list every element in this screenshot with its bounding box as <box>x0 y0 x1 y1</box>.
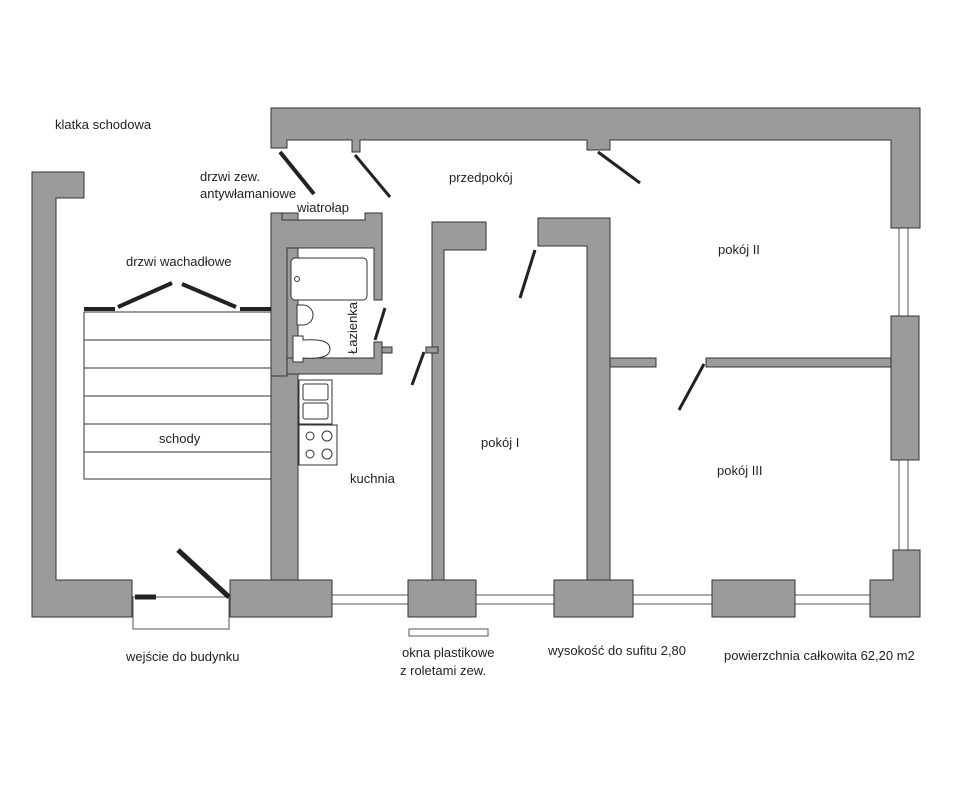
bathtub <box>290 257 368 301</box>
wall-top <box>270 107 921 229</box>
wall-bottom-entrance <box>229 579 333 618</box>
label-windows: okna plastikowe <box>402 645 495 660</box>
bathtub-drain <box>294 276 300 282</box>
wall-stub <box>609 357 657 368</box>
wall-bathroom-bottom <box>286 341 383 375</box>
stairs <box>83 311 272 480</box>
stair-step <box>83 451 272 480</box>
wall-bottom <box>553 579 634 618</box>
stair-step <box>83 367 272 397</box>
door-leaf-swing-left <box>117 281 173 309</box>
wall-room2-room3 <box>705 357 892 368</box>
label-entry-door-2: antywłamaniowe <box>200 186 296 201</box>
stair-step <box>83 423 272 453</box>
door-leaf <box>518 249 537 299</box>
label-hall: przedpokój <box>449 170 513 185</box>
door-leaf-swing-right <box>181 282 237 309</box>
wall-bottom <box>407 579 477 618</box>
stove-burner <box>305 431 315 441</box>
door-leaf-building <box>176 548 231 599</box>
door-leaf <box>410 351 426 386</box>
window <box>898 459 909 551</box>
door-leaf-entry <box>278 150 316 196</box>
door-leaf <box>597 150 641 185</box>
label-stairs: schody <box>159 431 201 446</box>
bathroom-fixtures <box>290 257 368 363</box>
wall-staircase-left <box>31 171 133 618</box>
label-staircase: klatka schodowa <box>55 117 152 132</box>
label-building-entrance: wejście do budynku <box>125 649 239 664</box>
kitchen-fixtures <box>298 379 338 466</box>
window <box>898 227 909 317</box>
toilet <box>292 335 331 363</box>
wall-stub <box>381 346 393 354</box>
wall-bathroom <box>270 212 383 377</box>
kitchen-sink-basin <box>302 402 329 420</box>
door-leaf <box>373 307 387 341</box>
stair-step <box>83 395 272 425</box>
label-swing-doors: drzwi wachadłowe <box>126 254 232 269</box>
label-ceiling-height: wysokość do sufitu 2,80 <box>547 643 686 658</box>
window <box>794 594 871 605</box>
label-room1: pokój I <box>481 435 519 450</box>
label-kitchen: kuchnia <box>350 471 396 486</box>
window-entrance <box>132 596 230 630</box>
window <box>632 594 714 605</box>
doors <box>84 150 706 600</box>
label-windbreak: wiatrołap <box>296 200 349 215</box>
door-leaf <box>353 154 392 198</box>
window-legend-sample <box>408 628 489 637</box>
label-bathroom: Łazienka <box>345 301 360 354</box>
sink <box>296 304 314 326</box>
windows <box>132 227 909 630</box>
stair-step <box>83 339 272 369</box>
wall-bottom <box>711 579 796 618</box>
stove <box>298 424 338 466</box>
label-windows-2: z roletami zew. <box>400 663 486 678</box>
stove-burner <box>321 448 333 460</box>
window <box>329 594 411 605</box>
wall-right-pier <box>890 315 920 461</box>
wall-stub <box>425 346 439 354</box>
wall-room1-right <box>537 217 611 581</box>
label-room3: pokój III <box>717 463 763 478</box>
stair-step <box>83 311 272 341</box>
wall-room1-left <box>431 221 487 581</box>
label-entry-door: drzwi zew. <box>200 169 260 184</box>
wall-right-bottom <box>869 549 921 618</box>
window <box>475 594 557 605</box>
kitchen-sink-basin <box>302 383 329 401</box>
door-leaf <box>677 363 706 411</box>
stove-burner <box>321 430 333 442</box>
labels: klatka schodowa drzwi zew. antywłamaniow… <box>55 117 915 678</box>
stove-burner <box>305 449 315 459</box>
label-total-area: powierzchnia całkowita 62,20 m2 <box>724 648 915 663</box>
label-room2: pokój II <box>718 242 760 257</box>
